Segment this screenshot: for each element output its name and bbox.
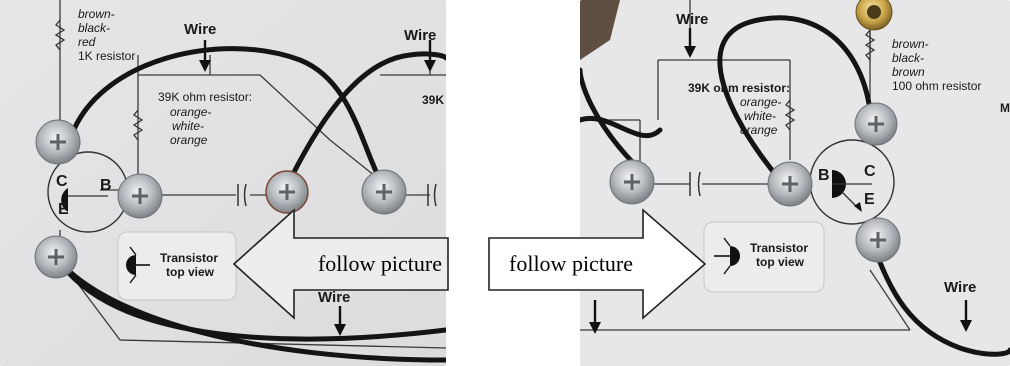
transistor-caption-line2: top view xyxy=(166,265,215,279)
transistor-body-mark xyxy=(61,188,68,212)
capacitor-symbol-2 xyxy=(427,183,437,207)
right-circuit-drawing: Wire brown- black- brown 100 ohm resisto… xyxy=(580,0,1010,366)
black-wires xyxy=(580,15,1010,357)
transistor-top-view-icon xyxy=(126,255,136,275)
resistor-39k-symbol xyxy=(132,109,144,141)
pin-b-label: B xyxy=(100,177,112,194)
pin-b-label: B xyxy=(818,167,830,184)
wire-label-1: Wire xyxy=(184,21,216,38)
black-wires xyxy=(55,46,446,363)
transistor-caption-line1: Transistor xyxy=(750,241,808,255)
transistor-top-view-box xyxy=(703,221,825,293)
left-circuit-drawing: brown- black- red 1K resistor Wire Wire … xyxy=(0,0,446,366)
wire-label-top: Wire xyxy=(676,11,708,28)
resistor-100-color-2: black- xyxy=(892,51,924,65)
resistor-39k-color-3: orange xyxy=(170,133,208,147)
resistor-39k-title: 39K ohm resistor: xyxy=(158,90,252,104)
pin-c-label: C xyxy=(56,173,68,190)
follow-picture-arrow-left: follow picture xyxy=(232,208,450,320)
screw-4 xyxy=(361,169,407,215)
resistor-1k-color-2: black- xyxy=(78,21,110,35)
wire-arrow-right xyxy=(960,300,972,332)
arrow-right-shape xyxy=(488,208,707,320)
resistor-100-label: 100 ohm resistor xyxy=(892,79,981,93)
screw-4 xyxy=(855,217,901,263)
resistor-39k-color-2: white- xyxy=(172,119,204,133)
resistor-100-symbol xyxy=(864,29,876,61)
resistor-39k-title: 39K ohm resistor: xyxy=(688,81,790,95)
resistor-39k-color-3: orange xyxy=(740,123,778,137)
resistor-39k-partial-label: 39K xyxy=(422,93,444,107)
screw-3 xyxy=(265,170,309,214)
screw-1 xyxy=(35,119,81,165)
arrow-left-label: follow picture xyxy=(317,251,442,276)
screw-2 xyxy=(117,173,163,219)
resistor-39k-symbol xyxy=(784,99,796,131)
resistor-1k-symbol xyxy=(54,19,66,51)
follow-picture-arrow-right: follow picture xyxy=(487,208,707,320)
pin-c-label: C xyxy=(864,163,876,180)
resistor-1k-color-1: brown- xyxy=(78,7,115,21)
transistor-caption-line1: Transistor xyxy=(160,251,218,265)
resistor-100-color-3: brown xyxy=(892,65,925,79)
resistor-39k-color-1: orange- xyxy=(170,105,211,119)
right-circuit-photo: Wire brown- black- brown 100 ohm resisto… xyxy=(580,0,1010,366)
wire-label-right: Wire xyxy=(944,279,976,296)
brass-terminal xyxy=(855,0,893,31)
resistor-1k-label: 1K resistor xyxy=(78,49,135,63)
left-circuit-photo: brown- black- red 1K resistor Wire Wire … xyxy=(0,0,446,366)
resistor-39k-color-2: white- xyxy=(744,109,776,123)
capacitor-symbol-1 xyxy=(237,183,247,207)
screw-2 xyxy=(767,161,813,207)
transistor-top-view-icon xyxy=(730,246,740,266)
screw-1 xyxy=(609,159,655,205)
resistor-39k-color-1: orange- xyxy=(740,95,781,109)
background-corner xyxy=(580,0,620,60)
wire-arrow-left xyxy=(589,300,601,334)
wire-label-2: Wire xyxy=(404,27,436,44)
capacitor-symbol xyxy=(689,171,701,197)
resistor-100-color-1: brown- xyxy=(892,37,929,51)
screw-3 xyxy=(854,102,898,146)
pin-e-label: E xyxy=(58,201,69,218)
pin-e-label: E xyxy=(864,191,875,208)
resistor-1k-color-3: red xyxy=(78,35,96,49)
wire-arrow-top xyxy=(684,28,696,58)
screw-5 xyxy=(34,235,78,279)
arrow-right-label: follow picture xyxy=(509,251,634,276)
wire-arrow-2 xyxy=(424,40,436,72)
wire-label-bottom: Wire xyxy=(318,289,350,306)
arrow-left-shape xyxy=(232,208,449,320)
edge-letter: M xyxy=(1000,101,1010,115)
transistor-caption-line2: top view xyxy=(756,255,805,269)
wire-arrow-bottom xyxy=(334,306,346,336)
